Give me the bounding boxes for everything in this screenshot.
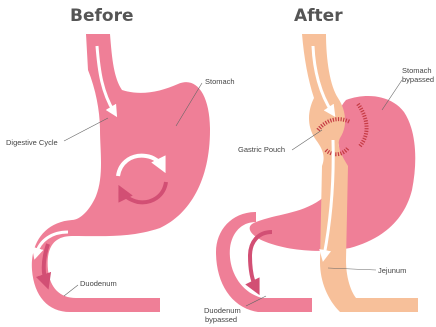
duodenum-bypassed-label-2: bypassed [205,315,237,324]
duodenum-leader [64,285,78,296]
duodenum-bypassed-label-1: Duodenum [204,306,241,315]
duodenum-label: Duodenum [80,279,117,288]
before-esophagus [32,34,210,312]
before-stomach [32,34,210,312]
stomach-label: Stomach [205,77,235,86]
stomach-bypassed-label-1: Stomach [402,66,432,75]
stomach-bypassed-label-2: bypassed [402,75,434,84]
jejunum-label: Jejunum [378,266,406,275]
digestive-cycle-label: Digestive Cycle [6,138,58,147]
gastric-pouch-label: Gastric Pouch [238,145,285,154]
